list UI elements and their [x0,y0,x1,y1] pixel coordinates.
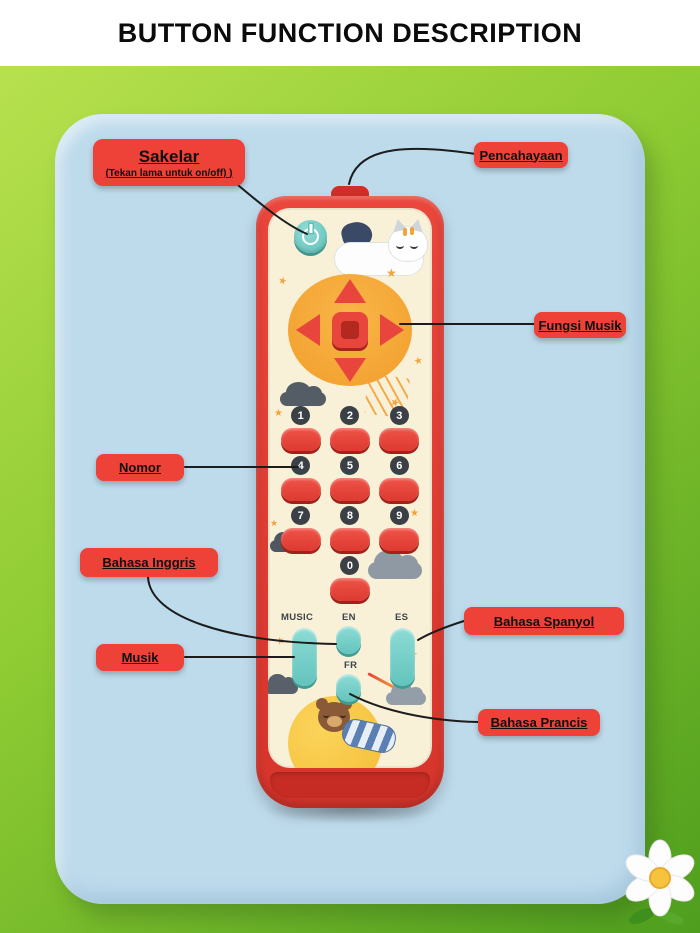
power-button [294,220,327,253]
page-title: BUTTON FUNCTION DESCRIPTION [117,17,583,48]
music-button [292,628,317,686]
number-key-label: 4 [291,456,311,475]
number-key-label: 9 [389,506,409,525]
number-key-button [280,478,321,501]
number-key-label: 2 [340,406,360,425]
number-key-button [329,428,370,451]
number-key-button [379,478,420,501]
english-button [336,626,361,654]
number-key: 0 [329,556,370,601]
dpad-right-button [380,314,404,346]
star-decoration: ★ [386,266,397,280]
callout-bahasa-inggris: Bahasa Inggris [80,548,218,577]
remote-faceplate: ★ ★ ★ ★ ★ ★ ★ ★ ★ 1 2 3 [268,208,432,768]
number-key-button [280,428,321,451]
dpad-down-button [334,358,366,382]
callout-sakelar: Sakelar (Tekan lama untuk on/off) ) [93,139,245,186]
remote-bottom-edge [270,772,430,798]
callout-fungsi-musik: Fungsi Musik [534,312,626,338]
number-key-button [280,528,321,551]
number-key-label: 0 [340,556,360,575]
dpad-center-button [332,312,368,348]
number-key: 2 [329,406,370,451]
callout-nomor: Nomor [96,454,184,481]
sleeping-cat-illustration [316,216,428,276]
bear-muzzle [327,716,342,727]
cloud-decoration [386,682,426,705]
number-key-label: 1 [291,406,311,425]
star-decoration: ★ [412,355,425,368]
star-decoration: ★ [276,275,289,288]
bear-eye [340,712,346,718]
cat-eye [410,242,418,249]
music-label: MUSIC [281,612,314,623]
number-key: 5 [329,456,370,501]
number-key-button [379,428,420,451]
spanish-button [390,628,415,686]
number-pad: 1 2 3 4 5 [276,406,424,601]
number-key: 9 [379,506,420,551]
star-decoration: ★ [274,634,287,649]
number-key-label: 5 [340,456,360,475]
callout-musik: Musik [96,644,184,671]
callout-sakelar-subtitle: (Tekan lama untuk on/off) ) [105,167,233,179]
cat-eye [396,242,404,249]
number-key-label: 7 [291,506,311,525]
cat-head [388,217,428,262]
cloud-decoration [268,673,298,694]
number-key-button [329,528,370,551]
bear-eye [323,712,329,718]
number-key-button [379,528,420,551]
number-key-button [329,578,370,601]
callout-bahasa-prancis: Bahasa Prancis [478,709,600,736]
power-icon [302,228,319,245]
number-key: 3 [379,406,420,451]
cat-stripe [410,227,414,235]
fr-label: FR [344,660,358,671]
callout-bahasa-spanyol: Bahasa Spanyol [464,607,624,635]
cloud-decoration [368,550,422,579]
number-key-label: 8 [340,506,360,525]
flower-decoration [625,839,695,925]
number-key: 8 [329,506,370,551]
toy-remote: ★ ★ ★ ★ ★ ★ ★ ★ ★ 1 2 3 [256,196,444,808]
number-key: 1 [280,406,321,451]
number-key: 6 [379,456,420,501]
es-label: ES [395,612,409,623]
number-key-label: 6 [389,456,409,475]
dpad [288,274,412,386]
french-button [336,674,361,702]
en-label: EN [342,612,356,623]
cat-stripe [403,228,407,236]
cloud-decoration [280,382,326,406]
number-key: 4 [280,456,321,501]
header-bar: BUTTON FUNCTION DESCRIPTION [0,0,700,66]
number-key: 7 [280,506,321,551]
callout-pencahayaan: Pencahayaan [474,142,568,168]
number-key-button [329,478,370,501]
star-decoration: ★ [410,508,419,519]
number-key-label: 3 [389,406,409,425]
dpad-left-button [296,314,320,346]
star-decoration: ★ [274,408,283,419]
star-decoration: ★ [270,518,279,528]
callout-sakelar-title: Sakelar [138,146,200,166]
dpad-up-button [334,279,366,303]
